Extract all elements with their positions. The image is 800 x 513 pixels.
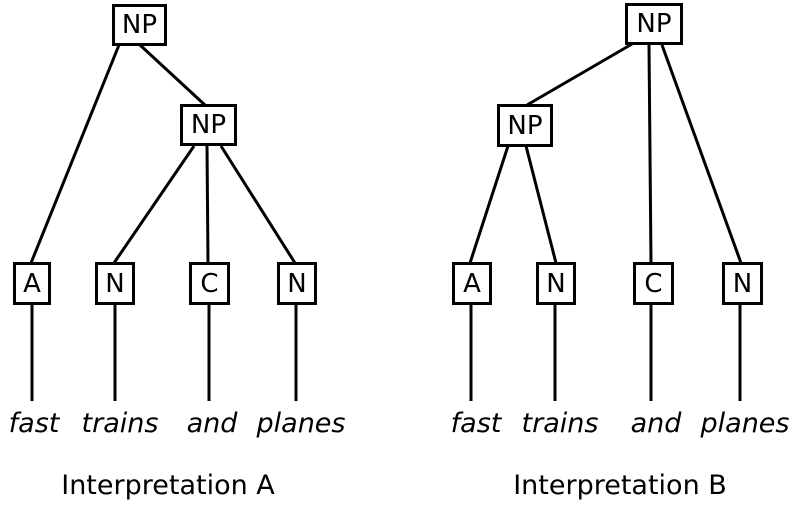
tree-a-leaf-a-node: A	[13, 262, 51, 305]
tree-a-leaf-c-node: C	[189, 262, 230, 305]
tree-b-root-np-node: NP	[625, 3, 683, 45]
tree-b-leaf-c-node: C	[633, 262, 674, 305]
tree-a-caption: Interpretation A	[61, 470, 275, 501]
tree-b-word-planes: planes	[700, 408, 790, 439]
edge-a-root-to-inner-np	[138, 43, 208, 108]
tree-a-word-planes: planes	[256, 408, 346, 439]
tree-a-root-np-node: NP	[112, 4, 167, 46]
edge-b-root-to-c	[647, 44, 653, 264]
tree-a-leaf-n1-node: N	[95, 262, 135, 305]
tree-b-leaf-n1-node: N	[536, 262, 576, 305]
tree-a-word-and: and	[186, 408, 238, 439]
tree-b-word-fast: fast	[450, 408, 502, 439]
tree-a-word-fast: fast	[8, 408, 60, 439]
tree-b-inner-np-node: NP	[497, 104, 553, 147]
tree-b-word-and: and	[630, 408, 682, 439]
tree-a-inner-np-node: NP	[180, 104, 237, 146]
edge-b-root-to-n2	[660, 44, 743, 264]
edge-b-inner-to-a-leaf	[468, 145, 510, 264]
tree-b-caption: Interpretation B	[513, 470, 727, 501]
tree-b-leaf-a-node: A	[452, 262, 492, 305]
tree-b-word-trains: trains	[521, 408, 599, 439]
edge-a-root-to-a-leaf	[29, 44, 121, 264]
edge-a-inner-to-c	[205, 145, 210, 264]
edge-b-root-to-inner-np	[526, 42, 633, 107]
edge-a-inner-to-n2	[219, 145, 297, 264]
edge-b-inner-to-n1	[524, 145, 558, 264]
tree-a-leaf-n2-node: N	[277, 262, 317, 305]
tree-a-word-trains: trains	[81, 408, 159, 439]
edge-a-inner-to-n1	[112, 145, 196, 264]
tree-b-leaf-n2-node: N	[722, 262, 763, 305]
